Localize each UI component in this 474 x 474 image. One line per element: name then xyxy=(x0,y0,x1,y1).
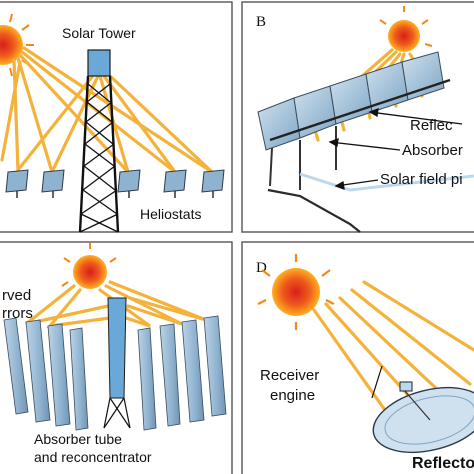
engine-label: engine xyxy=(270,387,315,404)
heliostat-icon xyxy=(5,169,225,198)
heliostats-label: Heliostats xyxy=(140,206,201,222)
absorber-tube xyxy=(269,78,451,142)
absorber-tube-label: Absorber tube xyxy=(34,431,122,447)
receiver-engine-box xyxy=(399,381,413,392)
panel-parabolic-trough: B xyxy=(241,1,474,233)
solar-field-pipe-label: Solar field pi xyxy=(380,171,463,188)
parabolic-trough-icon xyxy=(257,51,474,233)
panel-linear-fresnel: rved rrors Absorber tube and reconcentra… xyxy=(0,241,233,474)
solar-tower-icon xyxy=(78,49,120,233)
linear-fresnel-icon xyxy=(3,297,227,431)
sun-icon xyxy=(379,6,433,52)
sun-icon xyxy=(61,243,119,289)
curved-mirrors-label-2: rrors xyxy=(2,305,33,322)
receiver-label: Receiver xyxy=(260,367,319,384)
sunlight-rays xyxy=(312,280,474,422)
solar-field-pipe xyxy=(299,172,474,192)
reflector-label: Reflec xyxy=(410,117,453,134)
panel-dish-stirling: D Receiver engine Reflecto xyxy=(241,241,474,474)
reflector-label: Reflecto xyxy=(412,455,474,472)
panel-d-letter: D xyxy=(256,260,267,276)
curved-mirrors-label-1: rved xyxy=(2,287,31,304)
sun-icon xyxy=(257,254,335,330)
panel-b-letter: B xyxy=(256,14,266,30)
dish-stirling-icon xyxy=(372,381,474,454)
absorber-label: Absorber xyxy=(402,142,463,159)
reconcentrator-label: and reconcentrator xyxy=(34,449,152,465)
receiver-callout xyxy=(371,365,383,399)
panel-solar-tower: Solar Tower Heliostats xyxy=(0,1,233,233)
solar-tower-label: Solar Tower xyxy=(62,25,136,41)
callout-arrows xyxy=(328,108,463,190)
